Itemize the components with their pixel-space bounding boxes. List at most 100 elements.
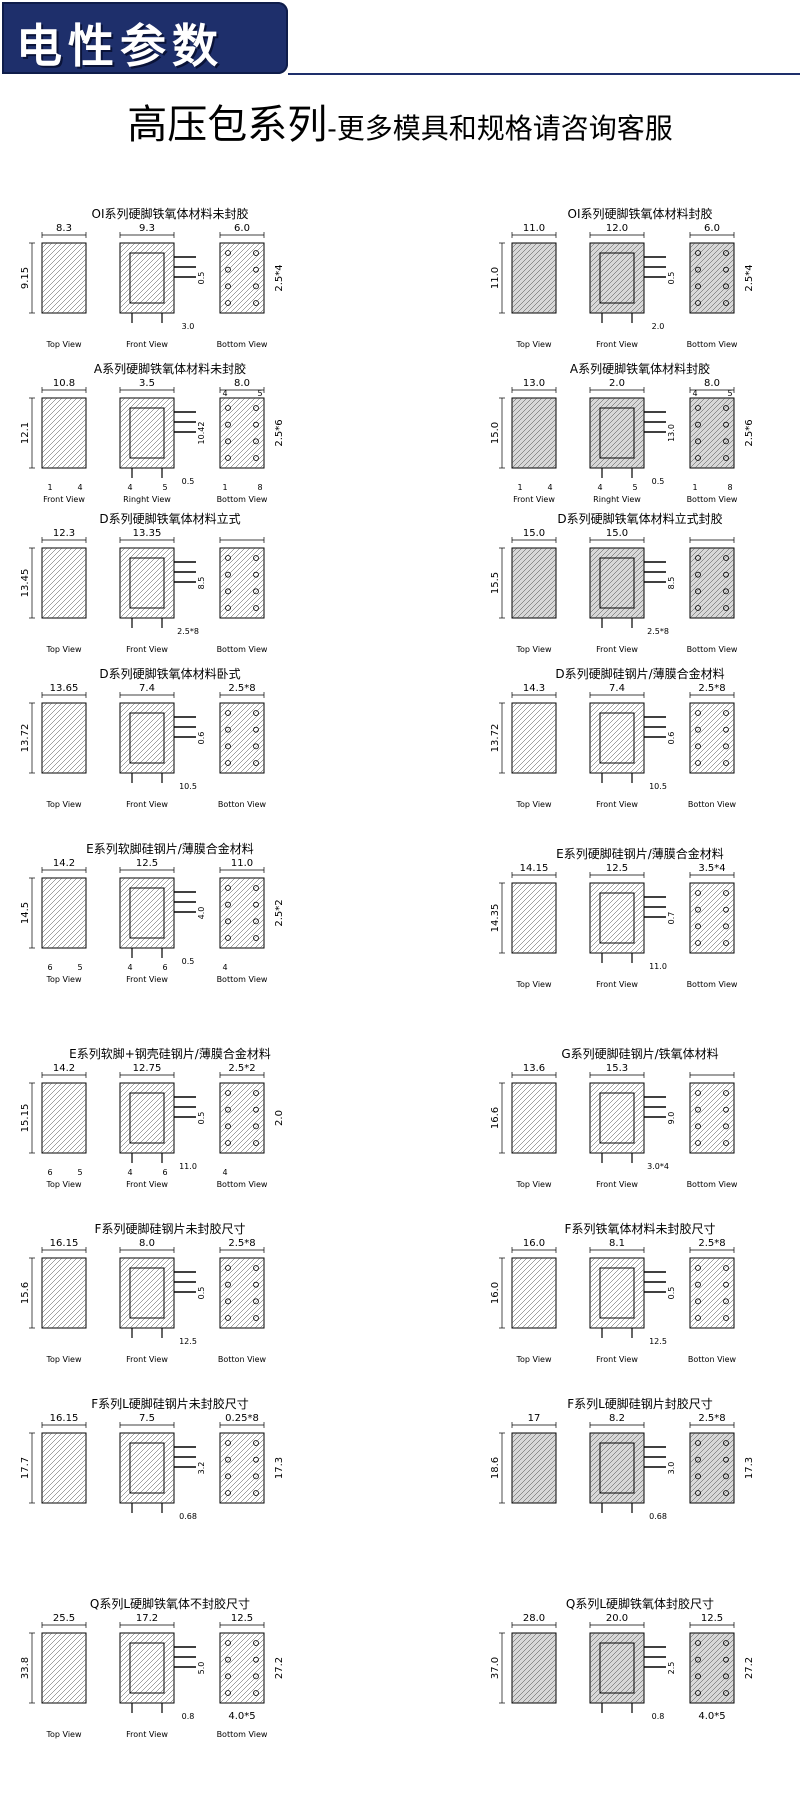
view-3-body <box>219 242 265 314</box>
view-2-body <box>589 242 645 314</box>
dim-label: 15.5 <box>490 572 501 594</box>
dim-label: 12.1 <box>20 422 31 444</box>
view-2-body <box>119 547 175 619</box>
dim-label: 15.3 <box>606 1063 628 1074</box>
dim-label: 3.5 <box>139 378 155 389</box>
panel-title: F系列L硬脚硅钢片未封胶尺寸 <box>91 1397 249 1411</box>
header-badge: 电性参数 <box>2 2 288 74</box>
view-label: Bottom View <box>217 495 268 504</box>
view-3-body <box>689 1432 735 1504</box>
dim-label: 6.0 <box>234 223 250 234</box>
dim-label: 8.3 <box>56 223 72 234</box>
dim-label: 4.0*5 <box>698 1711 725 1722</box>
pin-number: 8 <box>727 483 732 492</box>
dim-label: 2.5*4 <box>744 264 755 291</box>
view-2-body <box>119 877 175 949</box>
dim-label: 15.15 <box>20 1104 31 1133</box>
pin-number: 4 <box>222 1168 227 1177</box>
dim-label: 2.5*8 <box>228 1238 255 1249</box>
view-label: Front View <box>596 1355 638 1364</box>
view-3-body <box>219 1257 265 1329</box>
view-1-body <box>511 882 557 954</box>
dim-label: 0.7 <box>667 912 676 925</box>
view-1-body <box>41 1432 87 1504</box>
view-2-body <box>589 1257 645 1329</box>
pin-number: 5 <box>77 1168 82 1177</box>
view-label: Top View <box>515 1180 551 1189</box>
view-label: Front View <box>596 800 638 809</box>
view-3-body <box>219 547 265 619</box>
pin-number: 4 <box>597 483 602 492</box>
pin-number: 1 <box>692 483 697 492</box>
view-label: Top View <box>45 975 81 984</box>
dim-label: 12.75 <box>133 1063 162 1074</box>
pin-number: 8 <box>257 483 262 492</box>
dim-label: 2.5*6 <box>744 419 755 446</box>
view-1-body <box>511 397 557 469</box>
view-3-body <box>689 702 735 774</box>
dim-label: 11.0 <box>490 267 501 289</box>
dim-label: 7.4 <box>609 683 625 694</box>
dim-label: 11.0 <box>649 962 667 971</box>
dim-label: 13.6 <box>523 1063 545 1074</box>
view-1-body <box>511 1257 557 1329</box>
dim-label: 16.6 <box>490 1107 501 1129</box>
dim-label: 0.68 <box>179 1512 197 1521</box>
view-label: Front View <box>126 340 168 349</box>
dim-label: 17 <box>528 1413 541 1424</box>
dim-label: 13.0 <box>523 378 545 389</box>
dim-label: 11.0 <box>179 1162 197 1171</box>
panel-title: OI系列硬脚铁氧体材料封胶 <box>567 207 713 221</box>
pin-number: 5 <box>77 963 82 972</box>
dim-label: 2.5*2 <box>274 899 285 926</box>
dim-label: 0.25*8 <box>225 1413 259 1424</box>
view-2-body <box>119 397 175 469</box>
dim-label: 7.5 <box>139 1413 155 1424</box>
pin-number: 6 <box>47 963 52 972</box>
pin-number: 1 <box>47 483 52 492</box>
dim-label: 3.0 <box>182 322 195 331</box>
view-label: Front View <box>596 980 638 989</box>
dim-label: 0.68 <box>649 1512 667 1521</box>
panel-title: D系列硬脚铁氧体材料立式封胶 <box>557 512 723 526</box>
view-3-body <box>219 702 265 774</box>
view-label: Bottom View <box>217 1180 268 1189</box>
dim-label: 14.2 <box>53 1063 75 1074</box>
view-label: Bottom View <box>687 340 738 349</box>
view-2-body <box>119 1257 175 1329</box>
view-1-body <box>41 877 87 949</box>
view-3-body <box>219 397 265 469</box>
view-2-body <box>119 242 175 314</box>
pin-number: 5 <box>162 483 167 492</box>
panel-title: D系列硬脚硅钢片/薄膜合金材料 <box>555 667 725 681</box>
view-3-body <box>689 882 735 954</box>
dim-label: 2.0 <box>609 378 625 389</box>
dim-label: 13.0 <box>667 424 676 442</box>
dim-label: 3.2 <box>197 1462 206 1475</box>
view-label: Bottom View <box>687 645 738 654</box>
view-label: Botton View <box>218 800 267 809</box>
view-2-body <box>119 1082 175 1154</box>
view-2-body <box>119 1432 175 1504</box>
dim-label: 9.3 <box>139 223 155 234</box>
dim-label: 12.5 <box>649 1337 667 1346</box>
view-label: Top View <box>45 1730 81 1739</box>
panel-title: F系列L硬脚硅钢片封胶尺寸 <box>567 1397 713 1411</box>
dim-label: 14.3 <box>523 683 545 694</box>
view-label: Front View <box>126 645 168 654</box>
view-label: Top View <box>515 645 551 654</box>
view-3-body <box>689 242 735 314</box>
view-label: Top View <box>515 980 551 989</box>
view-label: Ringht View <box>123 495 171 504</box>
dim-label: 3.0 <box>667 1462 676 1475</box>
view-1-body <box>511 1082 557 1154</box>
dim-label: 2.5*4 <box>274 264 285 291</box>
